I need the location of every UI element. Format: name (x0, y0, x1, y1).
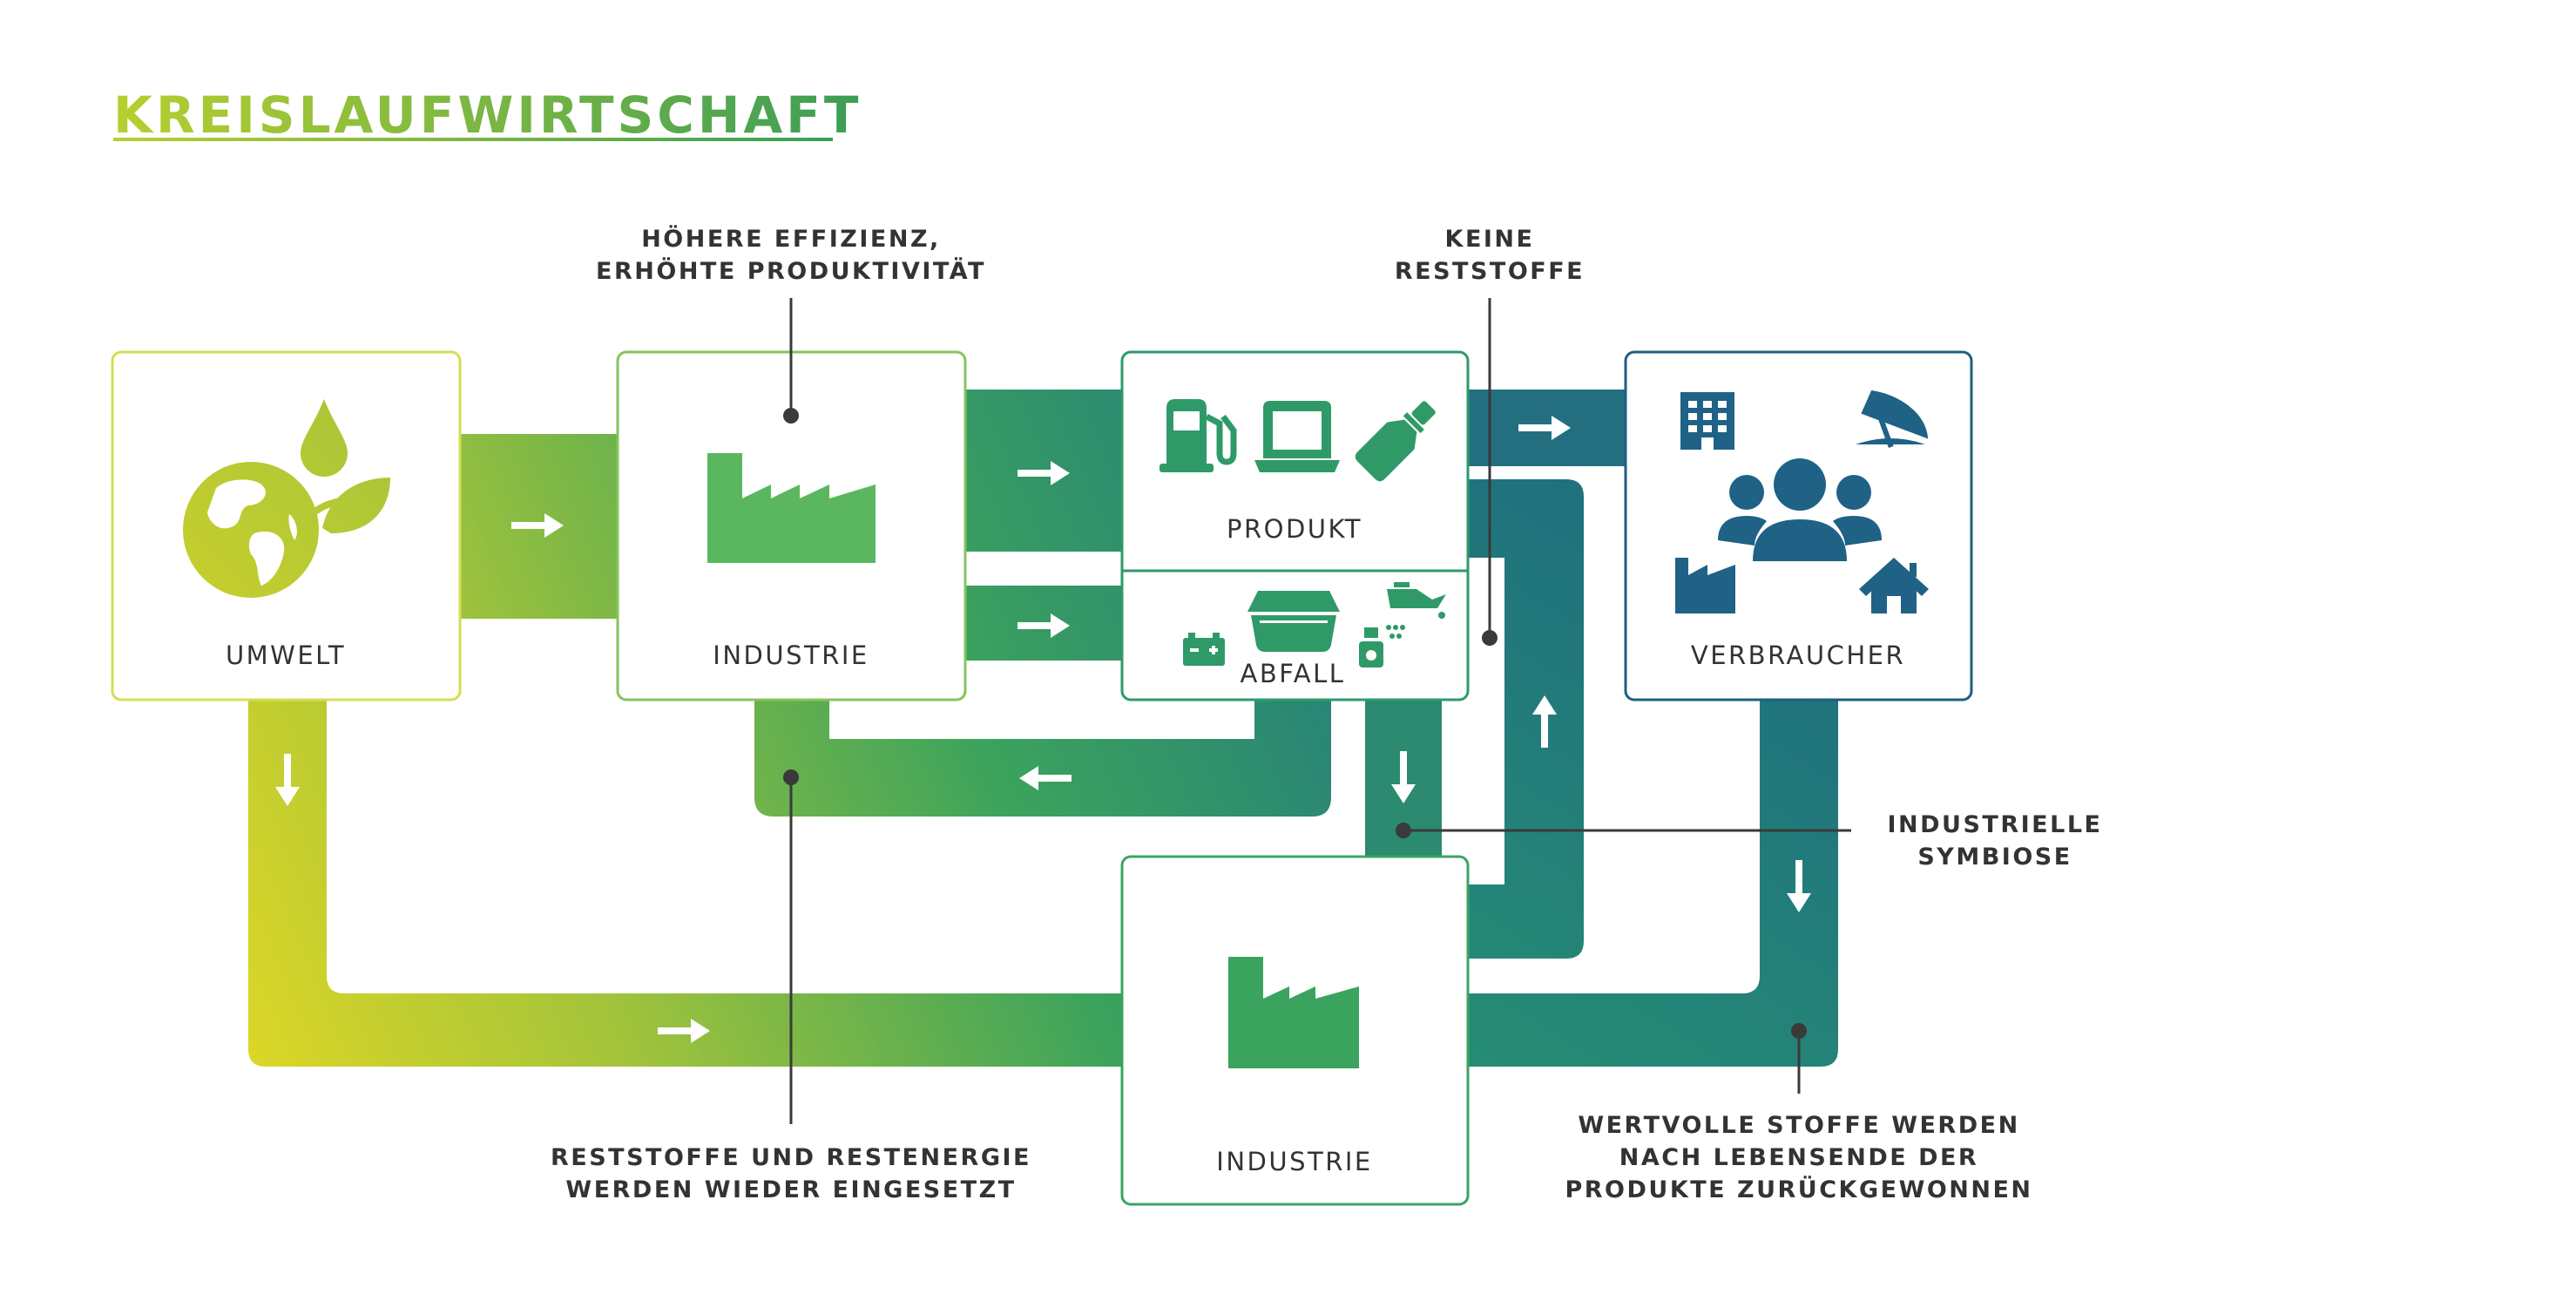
arrow-right-icon (1518, 416, 1571, 440)
box-produkt-label: PRODUKT (1227, 514, 1362, 544)
flow-abfall-loop (754, 697, 1331, 817)
annotation-effizienz: HÖHERE EFFIZIENZ, ERHÖHTE PRODUKTIVITÄT (596, 224, 986, 285)
box-verbraucher: VERBRAUCHER (1624, 350, 1973, 701)
beach-umbrella-icon (1856, 390, 1929, 449)
factory-small-icon (1675, 558, 1735, 613)
oil-can-icon (1387, 582, 1446, 619)
box-produkt-abfall: PRODUKT (1120, 350, 1470, 701)
box-umwelt-label: UMWELT (226, 640, 346, 670)
title-underline (113, 138, 833, 141)
battery-icon (1183, 633, 1225, 666)
box-umwelt: UMWELT (111, 350, 462, 701)
annotation-restenergie: RESTSTOFFE UND RESTENERGIE WERDEN WIEDER… (551, 1144, 1031, 1203)
factory-icon (1228, 957, 1359, 1068)
annotation-wertvolle: WERTVOLLE STOFFE WERDEN NACH LEBENSENDE … (1565, 1112, 2032, 1203)
waste-container-icon (1247, 591, 1340, 652)
people-group-icon (1718, 458, 1882, 561)
arrow-right-icon (511, 513, 564, 538)
box-industrie-bottom-label: INDUSTRIE (1216, 1147, 1372, 1176)
annotation-keine-reststoffe-line: KEINE (1445, 226, 1535, 253)
annotation-restenergie-line: WERDEN WIEDER EINGESETZT (565, 1176, 1016, 1203)
annotation-wertvolle-line: WERTVOLLE STOFFE WERDEN (1578, 1112, 2019, 1139)
bottle-icon (1355, 401, 1436, 482)
arrow-right-icon (1018, 461, 1070, 485)
box-industrie-top-label: INDUSTRIE (713, 640, 869, 670)
house-icon (1859, 558, 1929, 613)
box-abfall-label: ABFALL (1241, 659, 1346, 688)
arrow-down-icon (1391, 751, 1416, 803)
annotation-keine-reststoffe-line: RESTSTOFFE (1395, 258, 1585, 285)
building-windows (1688, 401, 1727, 450)
box-verbraucher-label: VERBRAUCHER (1691, 640, 1905, 670)
box-industrie-bottom: INDUSTRIE (1120, 855, 1470, 1206)
callout-lines (783, 298, 1851, 1124)
page-title: KREISLAUFWIRTSCHAFT (113, 85, 862, 145)
arrow-left-icon (1019, 766, 1072, 790)
annotation-restenergie-line: RESTSTOFFE UND RESTENERGIE (551, 1144, 1031, 1171)
arrow-up-icon (1532, 695, 1557, 748)
flow-bands (248, 390, 1838, 1067)
flow-umwelt-loop (248, 700, 1124, 1067)
earth-continents (207, 479, 297, 586)
annotation-wertvolle-line: NACH LEBENSENDE DER (1619, 1144, 1978, 1171)
box-industrie-top: INDUSTRIE (616, 350, 967, 701)
factory-icon (707, 453, 876, 563)
flow-industrie-to-produkt-up (1464, 479, 1584, 959)
annotation-effizienz-line: ERHÖHTE PRODUKTIVITÄT (596, 256, 986, 285)
arrow-down-icon (275, 754, 300, 806)
arrow-right-icon (1018, 613, 1070, 638)
arrow-down-icon (1787, 860, 1811, 912)
annotation-wertvolle-line: PRODUKTE ZURÜCKGEWONNEN (1565, 1175, 2032, 1203)
annotation-symbiose-line: INDUSTRIELLE (1888, 811, 2103, 838)
annotation-keine-reststoffe: KEINE RESTSTOFFE (1395, 226, 1585, 285)
annotation-symbiose-line: SYMBIOSE (1917, 844, 2072, 871)
arrow-right-icon (658, 1019, 710, 1043)
annotation-symbiose: INDUSTRIELLE SYMBIOSE (1888, 811, 2103, 871)
annotation-effizienz-line: HÖHERE EFFIZIENZ, (641, 224, 941, 253)
flow-arrows (275, 416, 1811, 1043)
